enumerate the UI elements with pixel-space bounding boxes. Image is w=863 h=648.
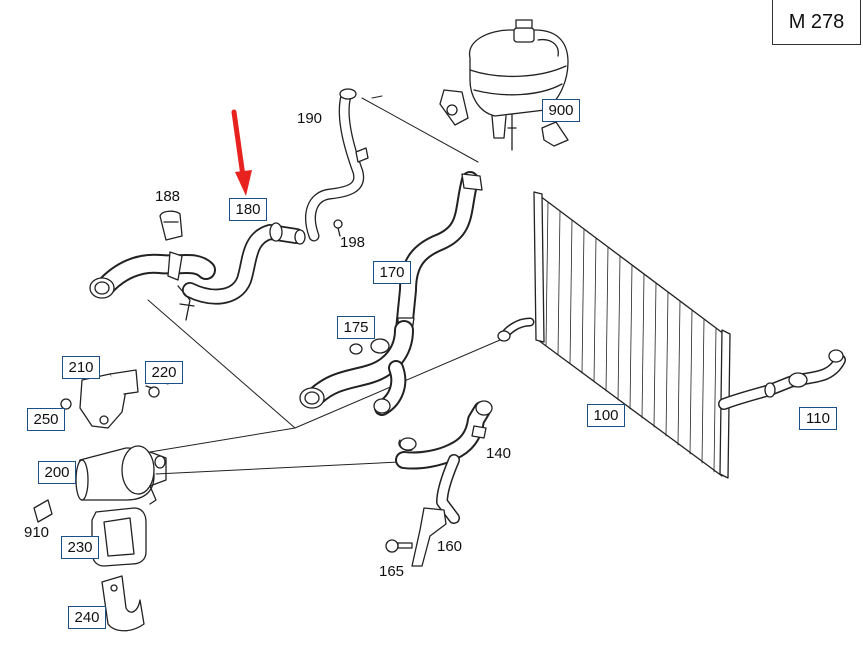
hose-110[interactable]: [718, 349, 846, 410]
bolt-198[interactable]: [333, 219, 343, 237]
bracket-210[interactable]: [79, 369, 139, 429]
callout-110[interactable]: 110: [799, 407, 837, 430]
bracket-900[interactable]: [541, 121, 569, 147]
callout-210[interactable]: 210: [62, 356, 100, 379]
hose-175[interactable]: [299, 320, 414, 416]
pad-910[interactable]: [33, 499, 53, 523]
expansion-tank[interactable]: [439, 19, 569, 151]
red-arrow-icon: [231, 109, 252, 196]
pump-200[interactable]: [75, 445, 167, 505]
model-label: M 278: [772, 0, 861, 45]
label-140: 140: [486, 445, 512, 462]
bolt-220[interactable]: [145, 385, 160, 398]
callout-230[interactable]: 230: [61, 536, 99, 559]
callout-200[interactable]: 200: [38, 461, 76, 484]
hose-170[interactable]: [395, 171, 483, 339]
hose-upper-left[interactable]: [89, 251, 216, 321]
callout-170[interactable]: 170: [373, 261, 411, 284]
hose-140[interactable]: [395, 400, 493, 524]
callout-240[interactable]: 240: [68, 606, 106, 629]
label-188: 188: [155, 188, 181, 205]
callout-250[interactable]: 250: [27, 408, 65, 431]
hose-190[interactable]: [305, 88, 369, 242]
bolt-165[interactable]: [385, 539, 413, 553]
hose-180[interactable]: [182, 222, 306, 305]
label-198: 198: [340, 234, 366, 251]
strap-240[interactable]: [101, 575, 145, 632]
label-190: 190: [297, 110, 323, 127]
callout-175[interactable]: 175: [337, 316, 375, 339]
gasket-230[interactable]: [91, 507, 147, 567]
nut-250[interactable]: [60, 398, 72, 410]
callout-180[interactable]: 180: [229, 198, 267, 221]
callout-220[interactable]: 220: [145, 361, 183, 384]
label-910: 910: [24, 524, 50, 541]
label-165: 165: [379, 563, 405, 580]
label-160: 160: [437, 538, 463, 555]
bracket-160[interactable]: [411, 507, 447, 567]
clip-188[interactable]: [159, 210, 183, 241]
leader-lines: [147, 95, 501, 475]
callout-900[interactable]: 900: [542, 99, 580, 122]
radiator-100[interactable]: [497, 191, 731, 479]
callout-100[interactable]: 100: [587, 404, 625, 427]
